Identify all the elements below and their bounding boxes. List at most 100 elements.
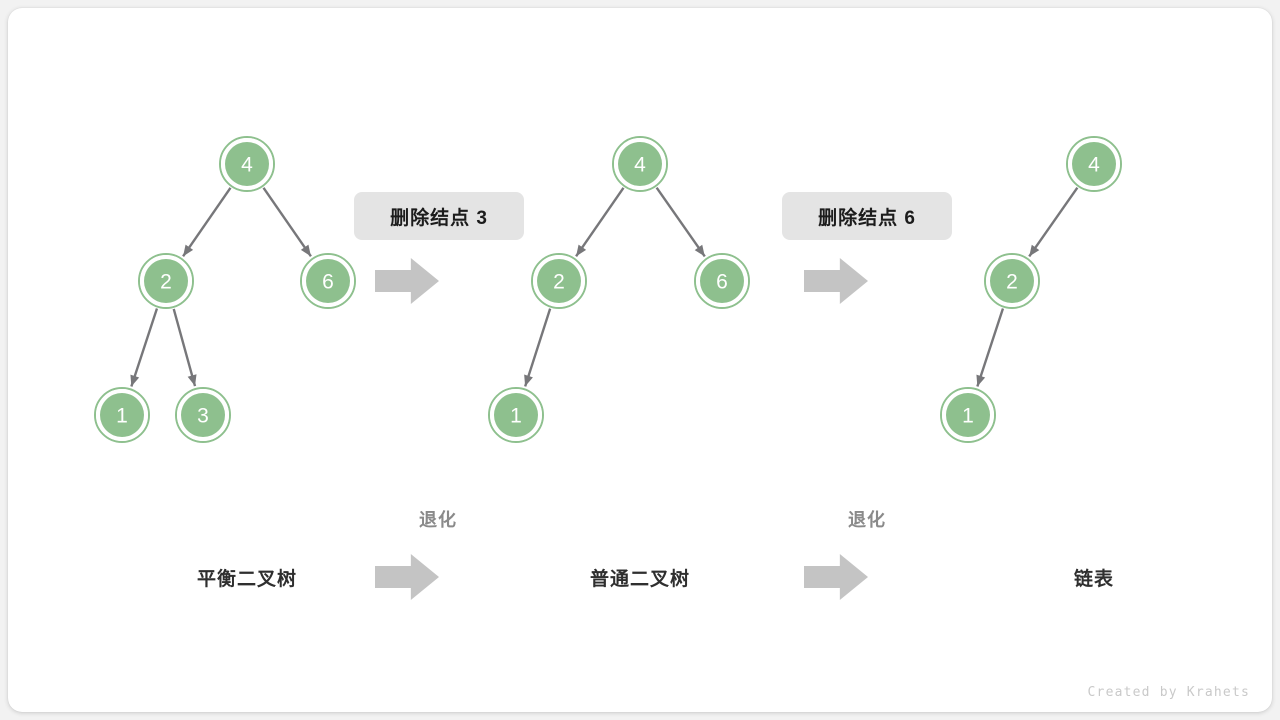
node-value-label: 6 [716, 271, 728, 294]
node-outer-ring [488, 387, 544, 443]
tree-node: 6 [300, 253, 356, 309]
node-gap-ring [614, 138, 666, 190]
tree-edge [575, 187, 625, 258]
node-circle [100, 393, 144, 437]
node-value-label: 2 [553, 271, 565, 294]
tree-node: 6 [694, 253, 750, 309]
node-outer-ring [984, 253, 1040, 309]
tree-edge [524, 308, 552, 387]
edge-arrowhead [976, 374, 986, 387]
tree-node: 4 [612, 136, 668, 192]
stage-caption: 链表 [1073, 569, 1115, 590]
node-outer-ring [940, 387, 996, 443]
node-gap-ring [177, 389, 229, 441]
node-value-label: 2 [160, 271, 172, 294]
node-value-label: 4 [634, 154, 646, 177]
edge-arrowhead [300, 244, 311, 257]
edge-line [524, 308, 552, 387]
degrade-label: 退化 [419, 510, 457, 530]
stage-caption: 普通二叉树 [589, 569, 691, 590]
edge-arrowhead [1029, 244, 1040, 257]
node-gap-ring [942, 389, 994, 441]
node-circle [494, 393, 538, 437]
transition-arrow-top [804, 258, 868, 304]
node-gap-ring [986, 255, 1038, 307]
node-value-label: 3 [197, 405, 209, 428]
tree-node: 2 [984, 253, 1040, 309]
node-circle [144, 259, 188, 303]
node-outer-ring [694, 253, 750, 309]
node-circle [181, 393, 225, 437]
node-circle [225, 142, 269, 186]
node-value-label: 4 [241, 154, 253, 177]
node-circle [990, 259, 1034, 303]
node-value-label: 1 [116, 405, 128, 428]
node-circle [306, 259, 350, 303]
delete-node-badge: 删除结点 6 [782, 192, 952, 240]
credit-text: Created by Krahets [1087, 685, 1250, 700]
edge-arrowhead [130, 374, 140, 387]
tree-node: 4 [219, 136, 275, 192]
figure-card [8, 8, 1272, 712]
node-circle [700, 259, 744, 303]
edge-line [130, 308, 159, 387]
node-value-label: 1 [510, 405, 522, 428]
tree-edge [182, 187, 232, 258]
node-outer-ring [138, 253, 194, 309]
tree-node: 1 [488, 387, 544, 443]
node-circle [1072, 142, 1116, 186]
delete-node-badge: 删除结点 3 [354, 192, 524, 240]
edge-line [976, 308, 1005, 387]
node-value-label: 6 [322, 271, 334, 294]
node-circle [537, 259, 581, 303]
node-value-label: 1 [962, 405, 974, 428]
node-outer-ring [612, 136, 668, 192]
degrade-label: 退化 [848, 510, 886, 530]
stage-caption: 平衡二叉树 [196, 569, 298, 590]
node-gap-ring [696, 255, 748, 307]
node-value-label: 2 [1006, 271, 1018, 294]
transition-arrow-top [375, 258, 439, 304]
edge-arrowhead [694, 244, 705, 257]
edge-line [172, 308, 197, 387]
node-gap-ring [96, 389, 148, 441]
node-outer-ring [219, 136, 275, 192]
tree-node: 1 [94, 387, 150, 443]
edge-arrowhead [183, 244, 194, 257]
node-gap-ring [1068, 138, 1120, 190]
tree-edge [262, 187, 312, 258]
node-value-label: 4 [1088, 154, 1100, 177]
node-outer-ring [94, 387, 150, 443]
tree-node: 4 [1066, 136, 1122, 192]
node-gap-ring [490, 389, 542, 441]
edge-arrowhead [187, 374, 197, 387]
node-outer-ring [1066, 136, 1122, 192]
edge-arrowhead [576, 244, 587, 257]
edge-line [262, 187, 312, 258]
node-gap-ring [533, 255, 585, 307]
node-outer-ring [175, 387, 231, 443]
tree-node: 2 [138, 253, 194, 309]
node-gap-ring [140, 255, 192, 307]
edge-line [182, 187, 232, 258]
edge-line [575, 187, 625, 258]
node-outer-ring [531, 253, 587, 309]
transition-arrow-bottom [375, 554, 439, 600]
tree-edge [976, 308, 1005, 387]
edges-layer [130, 187, 1079, 387]
tree-edge [172, 308, 197, 387]
node-gap-ring [221, 138, 273, 190]
node-circle [946, 393, 990, 437]
tree-node: 1 [940, 387, 996, 443]
nodes-layer: 4 2 6 1 3 4 2 6 1 4 2 1 [94, 136, 1122, 443]
edge-line [655, 187, 706, 258]
tree-edge [1028, 187, 1079, 258]
node-outer-ring [300, 253, 356, 309]
tree-edge [655, 187, 706, 258]
tree-node: 2 [531, 253, 587, 309]
block-arrows-layer [375, 258, 868, 600]
transition-arrow-bottom [804, 554, 868, 600]
tree-node: 3 [175, 387, 231, 443]
